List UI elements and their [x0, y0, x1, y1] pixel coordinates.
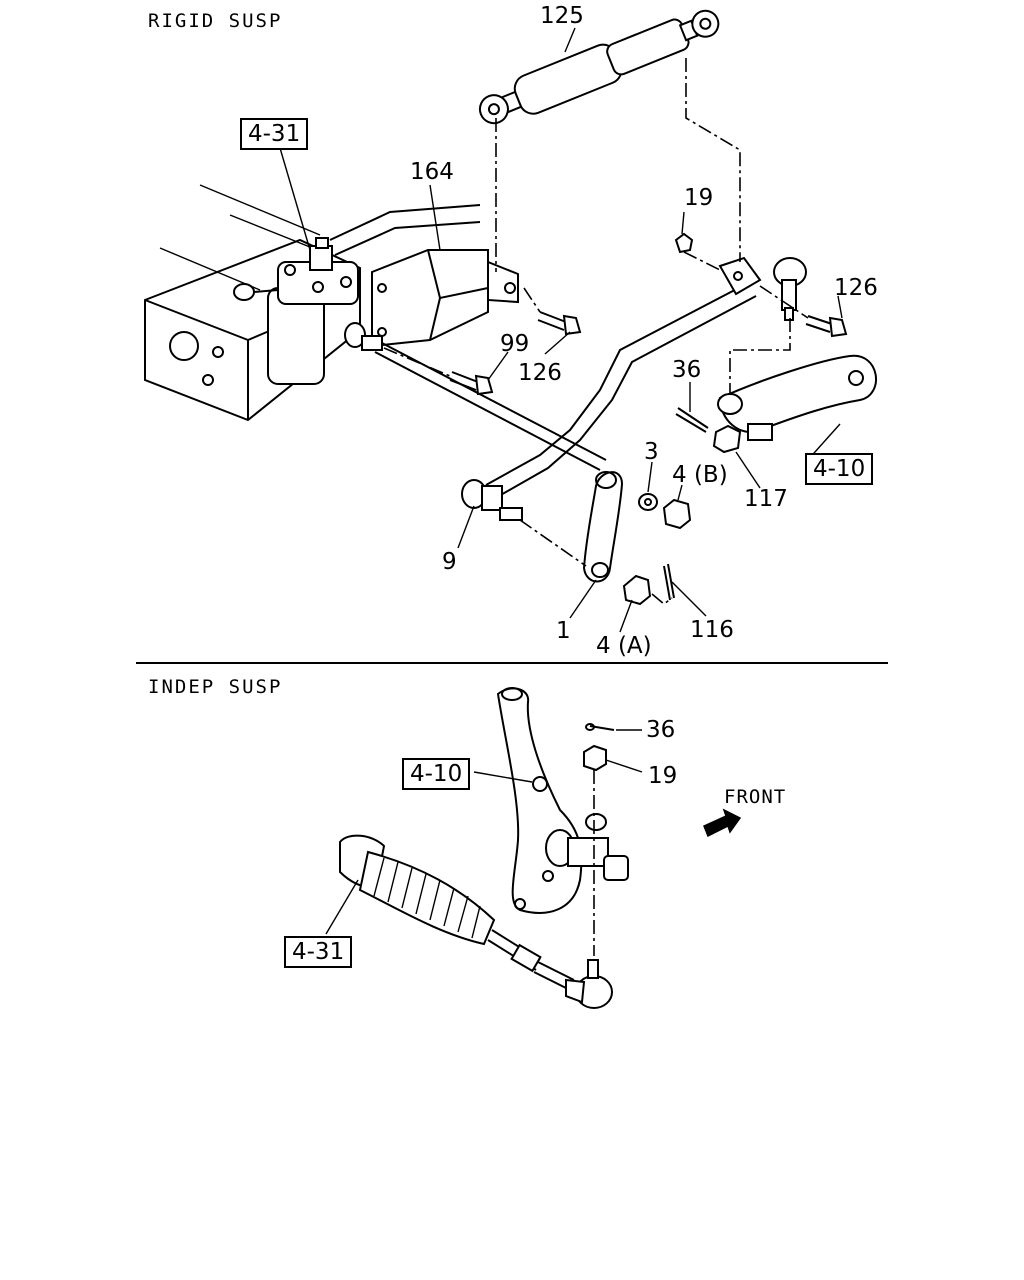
cotter-pin [675, 407, 709, 433]
section-title-indep: INDEP SUSP [148, 676, 283, 698]
rack-and-boot [339, 834, 575, 991]
nut-a [622, 574, 652, 606]
cotter-pin-indep [585, 723, 615, 731]
callout-126-right: 126 [834, 275, 878, 301]
callout-126-left: 126 [518, 360, 562, 386]
callout-19-indep: 19 [648, 763, 678, 789]
callout-3: 3 [644, 439, 659, 465]
tie-rod-end-upper [773, 257, 807, 321]
callout-116: 116 [690, 617, 734, 643]
bolt-99 [449, 371, 494, 396]
callout-164: 164 [410, 159, 454, 185]
ref-box-4-31-indep[interactable]: 4-31 [284, 936, 353, 968]
callout-19: 19 [684, 185, 714, 211]
callout-36: 36 [672, 357, 702, 383]
callout-36-indep: 36 [646, 717, 676, 743]
arrow-icon [703, 808, 742, 838]
steering-knuckle [496, 687, 629, 914]
ref-box-4-31-rigid[interactable]: 4-31 [240, 118, 309, 150]
callout-99: 99 [500, 331, 530, 357]
castle-nut-indep [583, 744, 607, 772]
callout-1: 1 [556, 618, 571, 644]
ref-box-4-10-indep[interactable]: 4-10 [402, 758, 471, 790]
bolt-126-left [537, 311, 582, 336]
bracket [371, 249, 519, 348]
pitman-arm [582, 471, 624, 583]
tie-rod-end-lower [565, 959, 613, 1009]
callout-117: 117 [744, 486, 788, 512]
section-title-rigid: RIGID SUSP [148, 10, 283, 32]
bar-bracket [674, 232, 762, 296]
washer [638, 493, 658, 511]
knuckle-arm [712, 354, 877, 454]
bolt-126-right [805, 315, 848, 338]
callout-4a: 4 (A) [596, 633, 652, 659]
front-label: FRONT [724, 786, 787, 808]
callout-125: 125 [540, 3, 584, 29]
steering-gear-box [233, 237, 359, 385]
ref-box-4-10-rigid[interactable]: 4-10 [805, 453, 874, 485]
nut-b [662, 498, 692, 530]
shock-absorber [478, 9, 720, 125]
ball-joint [461, 479, 523, 521]
cotter-pin-116 [663, 563, 675, 601]
callout-4b: 4 (B) [672, 462, 728, 488]
callout-9: 9 [442, 549, 457, 575]
